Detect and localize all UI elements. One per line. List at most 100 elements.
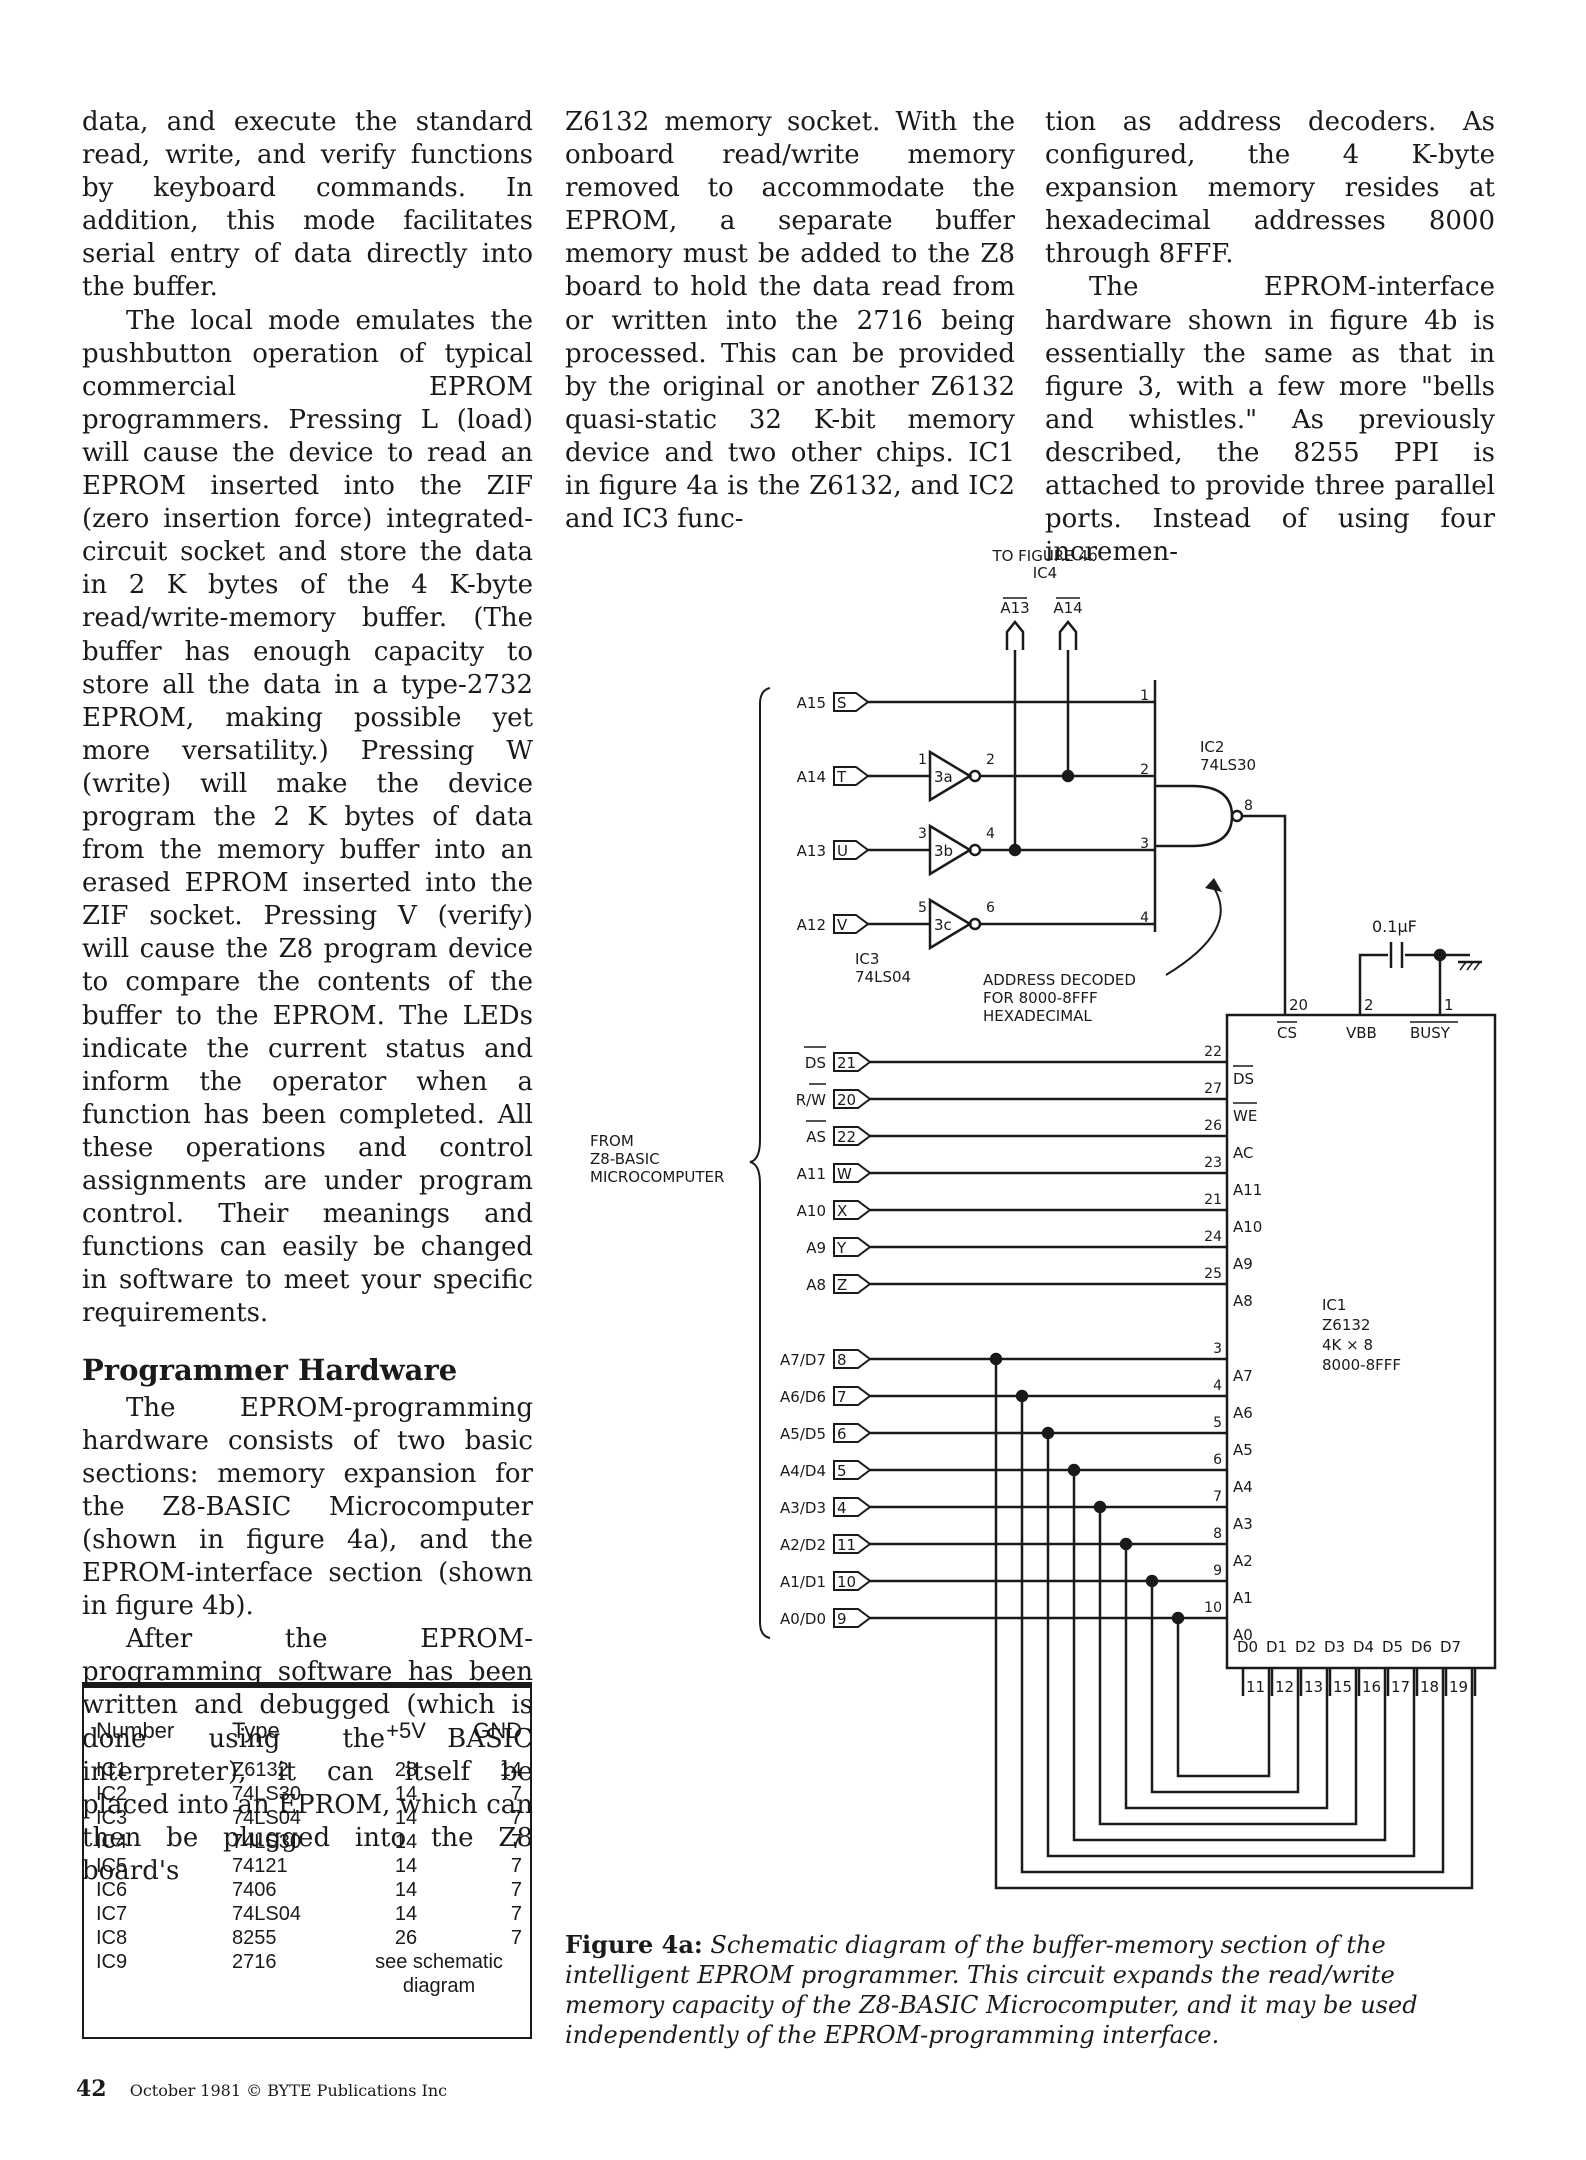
connector [833,1386,872,1406]
chip-pin-name: BUSY [1410,1024,1451,1042]
chip-pin-number: 23 [1204,1155,1222,1171]
chip-pin-number: 11 [1246,1678,1265,1696]
connector [833,1200,872,1220]
signal-label: A12 [797,916,826,934]
figure-caption: Figure 4a: Schematic diagram of the buff… [565,1930,1495,2050]
chip-pin-number: 16 [1362,1678,1381,1696]
signal-label: A15 [797,694,826,712]
chip-pin-number: 19 [1449,1678,1468,1696]
decode-arrow-head [1205,878,1222,892]
data-bus-trace [1150,1581,1300,1794]
connector [833,914,870,934]
table-cell: Z6132 [232,1759,289,1781]
connector-pin: 7 [837,1388,847,1406]
inverter-label: 3b [934,842,953,860]
signal-label: A5/D5 [780,1425,826,1443]
table-cell: 2716 [232,1951,277,1973]
page-number: 42 [76,2076,107,2102]
connector-pin: Z [837,1276,847,1294]
inverter-label: 3a [934,768,953,786]
inverter-gate [928,823,973,877]
chip-pin-name: A7 [1233,1367,1253,1385]
connector [833,1423,872,1443]
connector [833,1571,872,1591]
chip-pin-name: A10 [1233,1218,1262,1236]
chip-pin-number: 7 [1213,1489,1222,1505]
data-bus-trace [1176,1618,1271,1778]
chip-pin-number: 3 [1213,1341,1222,1357]
connector-pin: 9 [837,1610,847,1628]
capacitor-label: 0.1μF [1372,917,1417,936]
text-column-2: Z6132 memory socket. With the onboard re… [565,106,1015,536]
chip-pin-name: D4 [1353,1638,1374,1656]
caption-text: Schematic diagram of the buffer-memory s… [565,1931,1418,2049]
chip-pin-name: D3 [1324,1638,1345,1656]
connector-pin: T [836,768,847,786]
paragraph: The EPROM-interface hardware shown in fi… [1045,272,1495,568]
decode-note: ADDRESS DECODED [983,971,1136,989]
chip-pin-name: A4 [1233,1478,1253,1496]
text-column-3: tion as address decoders. As configured,… [1045,106,1495,569]
table-cell: 7 [510,1807,522,1829]
table-cell: see schematic diagram [375,1951,503,1997]
signal-label: A8 [806,1276,826,1294]
connector-pin: 4 [837,1499,847,1517]
signal-label: A9 [806,1239,826,1257]
chip-pin-number: 13 [1304,1678,1323,1696]
table-cell: 14 [394,1807,418,1829]
ic2-pin: 3 [1140,836,1149,852]
connector-pin: 10 [837,1573,856,1591]
busy-trace [1405,953,1442,1010]
paragraph: Z6132 memory socket. With the onboard re… [565,107,1015,535]
chip-pin-number: 12 [1275,1678,1294,1696]
connector-pin: V [837,916,848,934]
from-label: MICROCOMPUTER [590,1168,724,1186]
ic3-label: 74LS04 [855,968,911,986]
signal-label: R/W [796,1091,826,1109]
table-cell: 28 [394,1759,418,1781]
ic3-label: IC3 [855,950,879,968]
table-cell: 14 [394,1783,418,1805]
inverter-pin: 2 [986,752,995,768]
connector [833,1237,872,1257]
connector-arrow [1058,619,1078,650]
chip-pin-number: 20 [1289,996,1308,1014]
inverter-gate [928,749,973,803]
decode-arrow [1165,887,1222,976]
inverter-pin: 1 [918,752,927,768]
column-header: GND [473,1718,522,1743]
connector-pin: 21 [837,1054,856,1072]
inverter-pin: 3 [918,826,927,842]
chip-pin-number: 4 [1213,1378,1222,1394]
signal-label: AS [806,1128,826,1146]
vbb-trace [1358,953,1388,1010]
chip-pin-number: 27 [1204,1081,1222,1097]
table-cell: 14 [499,1759,522,1781]
table-cell: 74LS30 [232,1783,301,1805]
chip-pin-number: 21 [1204,1192,1222,1208]
chip-pin-number: 26 [1204,1118,1222,1134]
chip-pin-name: DS [1233,1070,1254,1088]
ground-symbol [1473,961,1481,971]
signal-label: A4/D4 [780,1462,826,1480]
connector [833,1534,872,1554]
chip-pin-name: A9 [1233,1255,1253,1273]
ic2-label: IC2 [1200,738,1224,756]
ground-symbol [1466,961,1474,971]
connector-pin: S [837,694,847,712]
connector-pin: W [837,1165,852,1183]
from-label: FROM [590,1132,634,1150]
signal-label: A13 [797,842,826,860]
data-bus-trace [1124,1544,1329,1810]
connector [833,1349,872,1369]
connector [833,1274,872,1294]
data-bus-trace [1046,1433,1416,1858]
